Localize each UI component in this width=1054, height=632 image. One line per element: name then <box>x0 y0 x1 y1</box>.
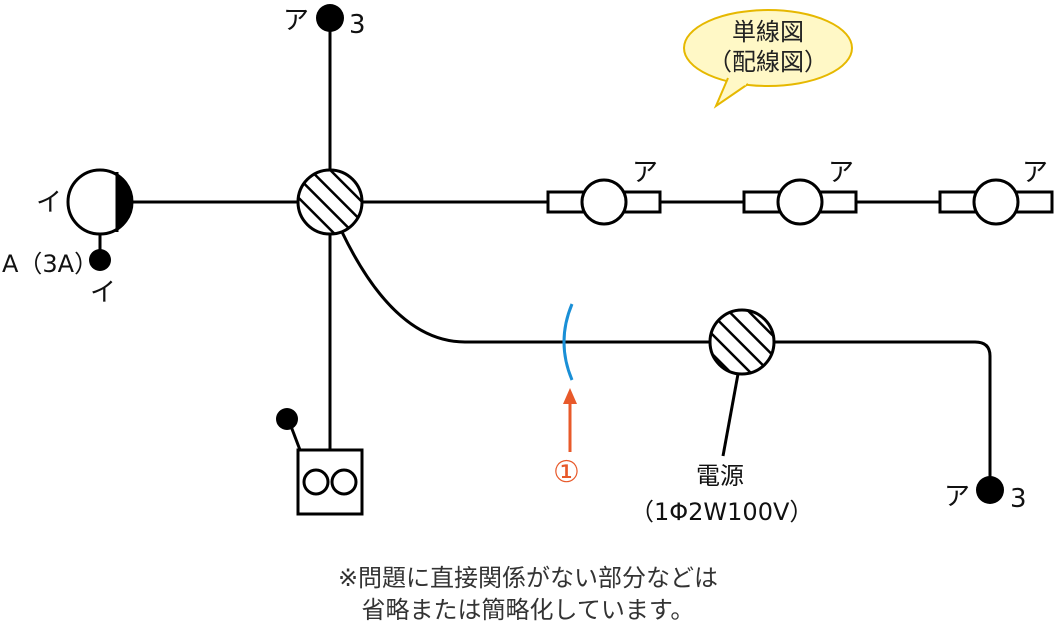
switch-dot-bottom-right <box>976 476 1004 504</box>
label-power: 電源 <box>696 462 744 490</box>
note-line2: 省略または簡略化しています。 <box>361 596 695 624</box>
wire-power-leader <box>721 373 740 457</box>
outlet-box <box>296 448 364 516</box>
light-fixture-3 <box>938 178 1054 226</box>
bubble-line2: （配線図） <box>708 48 828 76</box>
pendant-lamp-left <box>66 168 134 236</box>
junction-box-main <box>296 168 364 236</box>
label-light1-a: ア <box>632 158 659 188</box>
label-bottom-a: ア <box>944 482 971 512</box>
light-fixture-2 <box>742 178 858 226</box>
switch-dot-top <box>316 4 344 32</box>
label-bottom-3: 3 <box>1010 484 1027 514</box>
switch-dot-left <box>89 249 111 271</box>
label-light2-a: ア <box>828 158 855 188</box>
light-fixture-1 <box>546 178 662 226</box>
cable-mark-arc <box>562 303 574 381</box>
wire-curve-to-junction2 <box>340 231 710 344</box>
label-left-a3a: A（3A） <box>2 250 99 278</box>
wire-to-bottom-right <box>774 340 992 488</box>
label-light3-a: ア <box>1022 158 1049 188</box>
bubble-line1: 単線図 <box>732 18 804 46</box>
label-top-a: ア <box>283 6 310 36</box>
label-left-i: イ <box>36 188 63 218</box>
label-top-3: 3 <box>349 10 366 40</box>
note-line1: ※問題に直接関係がない部分などは <box>337 564 719 592</box>
switch-dot-outlet <box>276 408 298 430</box>
label-left-i2: イ <box>90 278 117 308</box>
wires <box>98 18 992 488</box>
speech-bubble <box>683 9 853 109</box>
junction-box-power <box>708 308 776 376</box>
marker-arrow <box>563 388 577 452</box>
label-power-spec: （1Φ2W100V） <box>630 498 814 526</box>
marker-number: ① <box>553 455 580 490</box>
